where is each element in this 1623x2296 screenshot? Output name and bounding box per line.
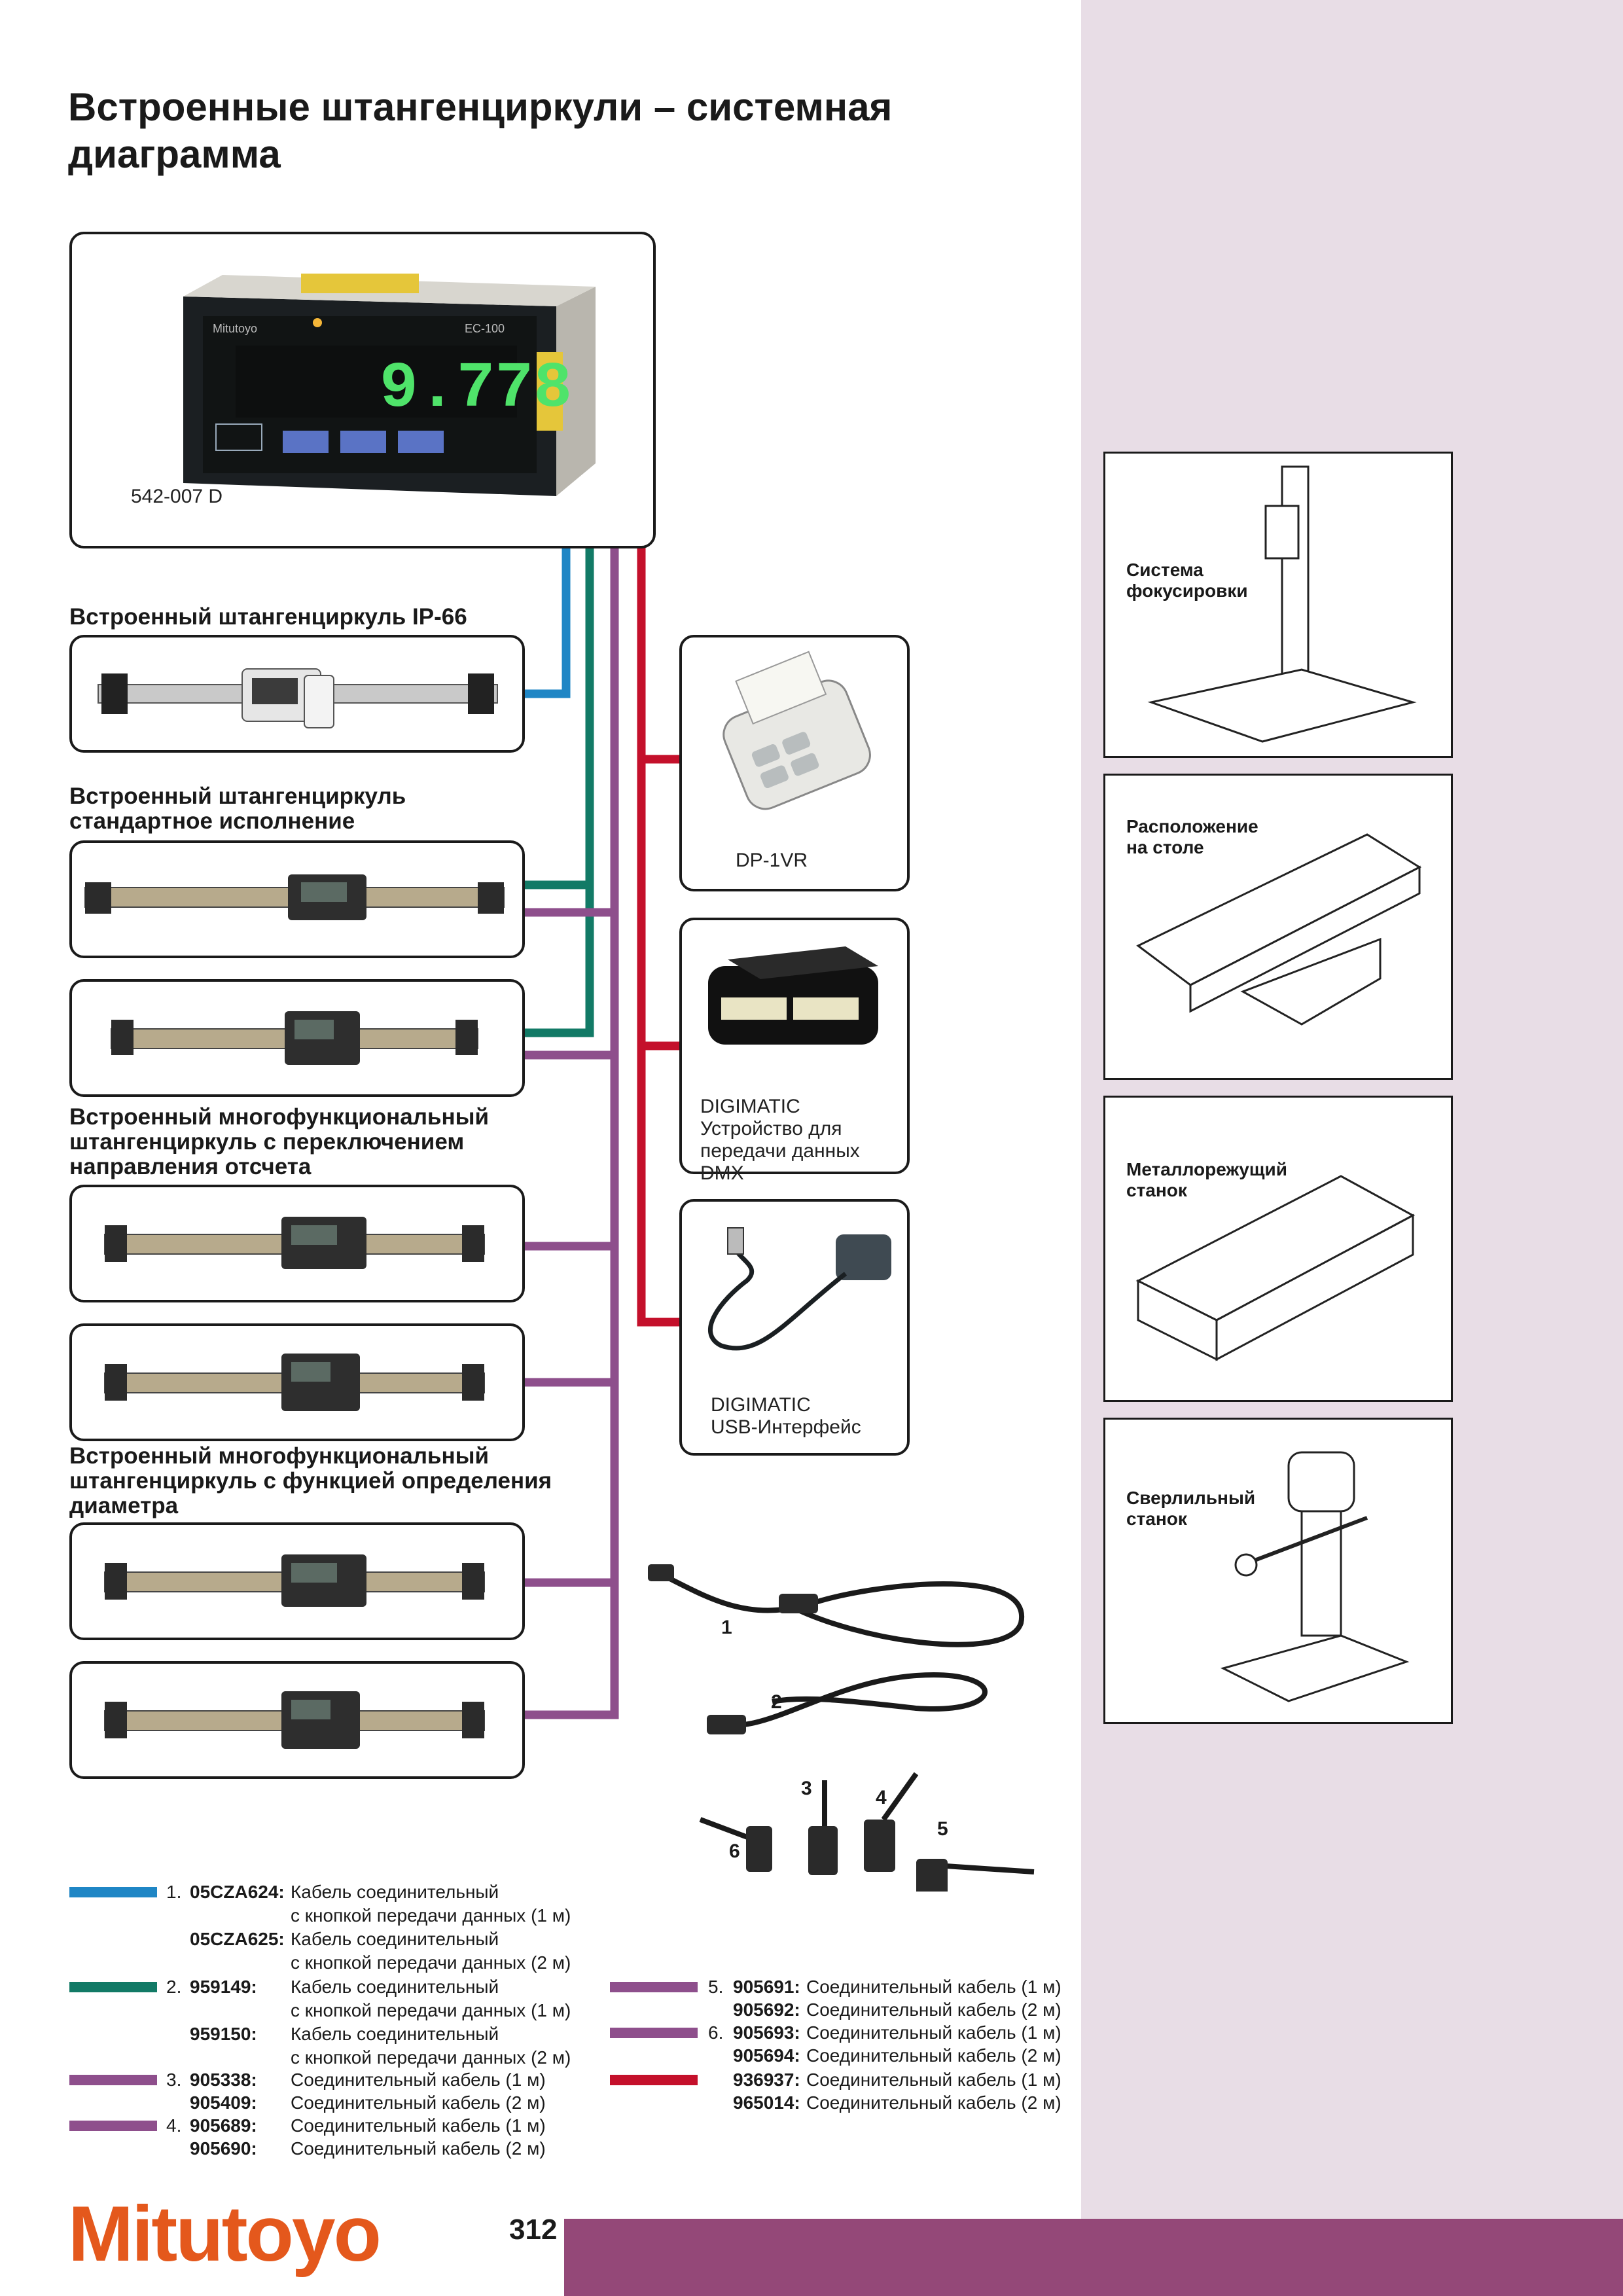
scale-box-diameter-2 [69, 1661, 525, 1779]
printer-box: DP-1VR [679, 635, 910, 891]
legend-left-text-6: Соединительный кабель (2 м) [291, 2092, 546, 2113]
legend-left-code-2: 05CZA625: [190, 1929, 285, 1949]
legend-right-code-5: 936937: [733, 2070, 800, 2090]
legend-right-text-6: Соединительный кабель (2 м) [806, 2092, 1061, 2113]
legend-bar-blue [69, 1887, 157, 1897]
page-number: 312 [509, 2214, 558, 2246]
dmx-device-icon [708, 946, 878, 1045]
scale-box-standard-2 [69, 979, 525, 1097]
scale-box-multifunction-1 [69, 1185, 525, 1302]
legend-left-text-7: Соединительный кабель (1 м) [291, 2115, 546, 2136]
connection-diagram [524, 547, 681, 1719]
legend-left-code-3: 959149: [190, 1977, 257, 1997]
usb-box: DIGIMATIC USB-Интерфейс [679, 1199, 910, 1456]
legend-left-num-4: 4. [166, 2115, 182, 2136]
legend-right-code-1: 905691: [733, 1977, 800, 1997]
legend-left-text-2: Кабель соединительный с кнопкой передачи… [291, 1929, 571, 1973]
application-label: Сверлильный станок [1126, 1488, 1256, 1529]
mitutoyo-logo: Mitutoyo [68, 2190, 382, 2278]
cable-number-4: 4 [876, 1787, 887, 1808]
legend-bar-purple-4 [69, 2121, 157, 2131]
diameter-scale-1-image [104, 1554, 485, 1607]
legend-left-num-1: 1. [166, 1882, 182, 1902]
legend-left-num-2: 2. [166, 1977, 182, 1997]
usb-label: DIGIMATIC USB-Интерфейс [711, 1394, 861, 1438]
ip66-scale-image [98, 668, 498, 728]
display-readout: 9.778 [380, 353, 572, 425]
usb-interface-icon [707, 1227, 891, 1351]
legend-bar-purple-6 [610, 2028, 698, 2038]
legend-right-num-5: 5. [708, 1977, 724, 1997]
svg-text:EC-100: EC-100 [465, 322, 505, 335]
application-label: Система фокусировки [1126, 560, 1248, 601]
green-cable-line [524, 547, 594, 1037]
display-unit-image: 9.778 Mitutoyo EC-100 [183, 274, 596, 496]
footer-bar [564, 2219, 1623, 2296]
heading-multifunction-diameter: Встроенный многофункциональный штангенци… [69, 1443, 552, 1518]
cable-number-5: 5 [937, 1818, 948, 1840]
application-label: Металлорежущий станок [1126, 1159, 1287, 1200]
scale-box-multifunction-2 [69, 1323, 525, 1441]
legend-bar-green [69, 1982, 157, 1992]
legend-left-code-7: 905689: [190, 2115, 257, 2136]
legend-bar-purple-5 [610, 1982, 698, 1992]
legend-left-text-1: Кабель соединительный с кнопкой передачи… [291, 1882, 571, 1926]
legend-right-code-3: 905693: [733, 2022, 800, 2043]
legend-left-code-5: 905338: [190, 2070, 257, 2090]
printer-label: DP-1VR [736, 850, 808, 871]
scale-box-ip66 [69, 635, 525, 753]
application-drilling: Сверлильный станок [1103, 1418, 1453, 1724]
legend-left-text-4: Кабель соединительный с кнопкой передачи… [291, 2024, 571, 2068]
legend-left-text-5: Соединительный кабель (1 м) [291, 2070, 546, 2090]
legend-right-text-2: Соединительный кабель (2 м) [806, 2000, 1061, 2020]
legend-right-text-1: Соединительный кабель (1 м) [806, 1977, 1061, 1997]
heading-ip66: Встроенный штангенциркуль IP-66 [69, 604, 467, 630]
legend-right-text-4: Соединительный кабель (2 м) [806, 2045, 1061, 2066]
red-cable-line [637, 547, 681, 1327]
cable-number-2: 2 [771, 1691, 782, 1713]
application-table-position: Расположение на столе [1103, 774, 1453, 1080]
dmx-label: DIGIMATIC Устройство для передачи данных… [700, 1096, 860, 1184]
legend-left-code-8: 905690: [190, 2138, 257, 2159]
standard-scale-2-image [111, 1011, 478, 1065]
legend-left-code-1: 05CZA624: [190, 1882, 285, 1902]
legend-right-code-6: 965014: [733, 2092, 800, 2113]
page-title: Встроенные штангенциркули – системная ди… [68, 85, 893, 176]
legend-right-text-3: Соединительный кабель (1 м) [806, 2022, 1061, 2043]
application-label: Расположение на столе [1126, 816, 1258, 857]
printer-icon [722, 651, 871, 810]
cable-number-3: 3 [801, 1778, 812, 1799]
legend-right-code-2: 905692: [733, 2000, 800, 2020]
blue-cable-line [524, 547, 571, 698]
standard-scale-1-image [84, 874, 505, 920]
legend-right-text-5: Соединительный кабель (1 м) [806, 2070, 1061, 2090]
scale-box-standard-1 [69, 840, 525, 958]
heading-multifunction-direction: Встроенный многофункциональный штангенци… [69, 1104, 490, 1179]
legend-left-code-4: 959150: [190, 2024, 257, 2044]
legend-left-num-3: 3. [166, 2070, 182, 2090]
legend-right-num-6: 6. [708, 2022, 724, 2043]
application-metal-cutting: Металлорежущий станок [1103, 1096, 1453, 1402]
legend-left-code-6: 905409: [190, 2092, 257, 2113]
legend-bar-red [610, 2075, 698, 2085]
application-focusing-system: Система фокусировки [1103, 452, 1453, 758]
scale-box-diameter-1 [69, 1522, 525, 1640]
display-unit-box: 9.778 Mitutoyo EC-100 542-007 D [69, 232, 656, 548]
cable-number-1: 1 [721, 1617, 732, 1638]
diameter-scale-2-image [104, 1691, 485, 1749]
purple-cable-line [524, 547, 619, 1719]
cable-number-6: 6 [729, 1840, 740, 1862]
dmx-box: DIGIMATIC Устройство для передачи данных… [679, 918, 910, 1184]
legend-left-text-3: Кабель соединительный с кнопкой передачи… [291, 1977, 571, 2020]
heading-standard: Встроенный штангенциркуль стандартное ис… [69, 783, 406, 834]
multifunction-scale-2-image [104, 1354, 485, 1411]
legend-bar-purple-3 [69, 2075, 157, 2085]
legend-right-code-4: 905694: [733, 2045, 800, 2066]
cables-illustration [648, 1564, 1035, 1892]
legend-left-text-8: Соединительный кабель (2 м) [291, 2138, 546, 2159]
multifunction-scale-1-image [104, 1217, 485, 1269]
svg-text:Mitutoyo: Mitutoyo [213, 322, 257, 335]
display-model-label: 542-007 D [131, 486, 223, 507]
